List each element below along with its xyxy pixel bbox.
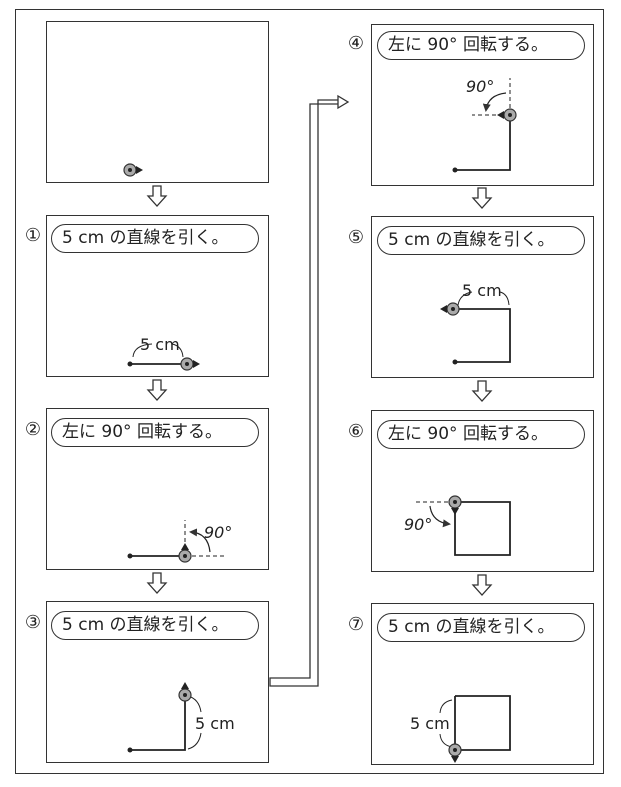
step-number-7: ⑦ [347, 614, 365, 635]
step-instruction-2: 左に 90° 回転する。 [51, 418, 259, 447]
angle-label-4: 90° [466, 77, 494, 96]
turtle-icon [178, 682, 192, 702]
turtle-icon [123, 163, 143, 177]
turtle-icon [448, 495, 462, 515]
panel-start [46, 21, 269, 183]
length-label-5: 5 cm [462, 281, 502, 300]
down-arrow-icon [146, 572, 168, 594]
step-instruction-6: 左に 90° 回転する。 [377, 420, 585, 449]
down-arrow-icon [471, 187, 493, 209]
step-number-3: ③ [24, 612, 42, 633]
step-instruction-4: 左に 90° 回転する。 [377, 31, 585, 60]
length-label-1: 5 cm [140, 335, 180, 354]
turtle-icon [178, 543, 192, 563]
angle-label-6: 90° [404, 515, 432, 534]
turtle-icon [497, 108, 517, 122]
step-instruction-5: 5 cm の直線を引く。 [377, 226, 585, 255]
length-label-3: 5 cm [195, 714, 235, 733]
angle-label-2: 90° [204, 523, 232, 542]
turtle-icon [180, 357, 200, 371]
down-arrow-icon [146, 379, 168, 401]
step-instruction-7: 5 cm の直線を引く。 [377, 613, 585, 642]
down-arrow-icon [471, 380, 493, 402]
connector-arrow-icon [269, 94, 350, 687]
down-arrow-icon [146, 185, 168, 207]
down-arrow-icon [471, 574, 493, 596]
step-number-1: ① [24, 225, 42, 246]
step-instruction-3: 5 cm の直線を引く。 [51, 611, 259, 640]
step-number-2: ② [24, 419, 42, 440]
step-number-5: ⑤ [347, 227, 365, 248]
turtle-icon [440, 302, 460, 316]
turtle-icon [448, 743, 462, 763]
step-number-4: ④ [347, 33, 365, 54]
outer-frame [15, 9, 604, 774]
step-instruction-1: 5 cm の直線を引く。 [51, 224, 259, 253]
step-number-6: ⑥ [347, 421, 365, 442]
length-label-7: 5 cm [410, 714, 450, 733]
